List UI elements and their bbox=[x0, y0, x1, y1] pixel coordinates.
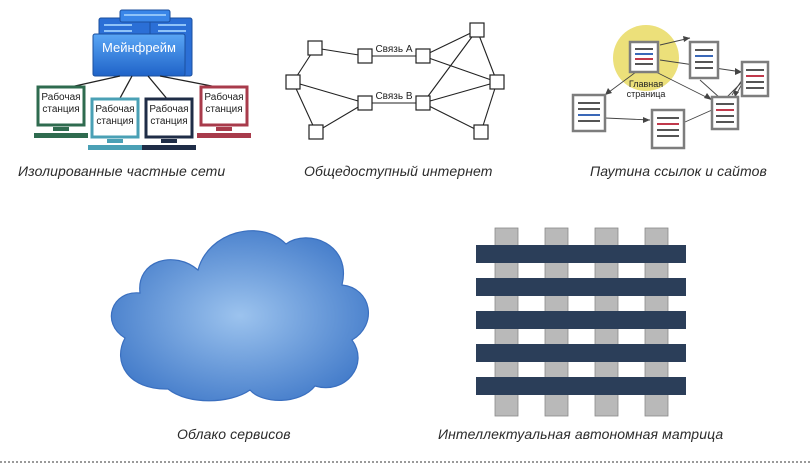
web-page-3 bbox=[740, 60, 770, 98]
caption-cloud: Облако сервисов bbox=[177, 426, 291, 442]
private-networks-panel: Мейнфрейм Рабочая станция Рабочая станци… bbox=[34, 9, 251, 150]
caption-private-networks: Изолированные частные сети bbox=[18, 163, 226, 179]
svg-text:станция: станция bbox=[205, 104, 242, 115]
matrix-bars bbox=[476, 245, 686, 395]
mainframe-front bbox=[92, 33, 186, 77]
svg-text:Рабочая: Рабочая bbox=[204, 91, 243, 103]
workstation-2: Рабочая станция bbox=[88, 97, 142, 150]
link-b-label: Связь В bbox=[375, 91, 412, 102]
matrix-panel bbox=[476, 227, 686, 417]
svg-text:Рабочая: Рабочая bbox=[149, 103, 188, 115]
home-page-label-line1: Главная bbox=[629, 79, 663, 89]
mainframe-label: Мейнфрейм bbox=[102, 40, 176, 55]
web-panel: Главная страница bbox=[571, 25, 770, 150]
internet-panel: Связь А Связь В bbox=[285, 22, 505, 140]
caption-web: Паутина ссылок и сайтов bbox=[590, 163, 767, 179]
svg-text:Рабочая: Рабочая bbox=[41, 91, 80, 103]
mainframe-stripes bbox=[104, 14, 186, 32]
svg-text:Рабочая: Рабочая bbox=[95, 103, 134, 115]
workstation-3: Рабочая станция bbox=[142, 97, 196, 150]
link-a-label: Связь А bbox=[375, 44, 412, 55]
bottom-dotted-divider bbox=[0, 461, 810, 463]
web-page-home bbox=[628, 40, 660, 74]
home-page-label-line2: страница bbox=[627, 89, 666, 99]
web-page-6 bbox=[650, 108, 686, 150]
cloud-shape bbox=[110, 230, 369, 402]
web-page-2 bbox=[688, 40, 720, 80]
workstation-1: Рабочая станция bbox=[34, 85, 88, 138]
svg-text:станция: станция bbox=[42, 104, 79, 115]
caption-matrix: Интеллектуальная автономная матрица bbox=[438, 426, 724, 442]
cloud-panel bbox=[110, 230, 369, 402]
svg-text:станция: станция bbox=[96, 116, 133, 127]
web-arrowheads bbox=[605, 36, 742, 123]
caption-internet: Общедоступный интернет bbox=[304, 163, 493, 179]
workstation-4: Рабочая станция bbox=[197, 85, 251, 138]
mainframe-links bbox=[65, 75, 223, 101]
internet-nodes bbox=[285, 22, 505, 140]
web-page-5 bbox=[710, 95, 740, 131]
svg-text:станция: станция bbox=[150, 116, 187, 127]
web-page-4 bbox=[571, 93, 607, 133]
internet-edges bbox=[292, 29, 498, 133]
